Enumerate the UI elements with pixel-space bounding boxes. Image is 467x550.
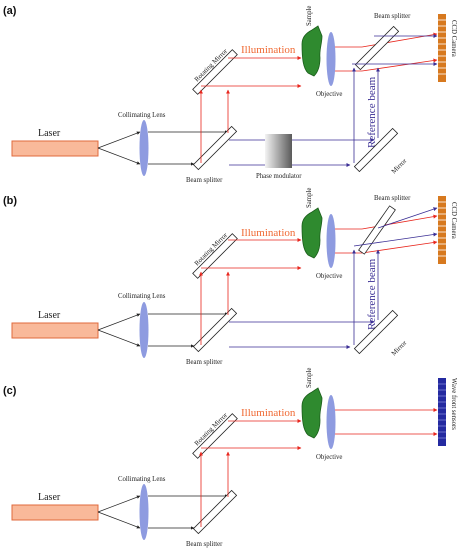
collimating-lens <box>139 120 149 176</box>
mirror <box>353 309 399 355</box>
laser-label: Laser <box>38 310 61 321</box>
beam-splitter-top <box>354 25 400 71</box>
beam-splitter-top-label: Beam splitter <box>374 195 411 202</box>
beam-splitter-top <box>358 205 396 255</box>
divergent-beam-upper <box>97 131 141 149</box>
reference-beam-label: Reference beam <box>366 76 378 148</box>
panel-b: (b) Laser Collimating Lens Beam splitter… <box>3 188 457 366</box>
beam-splitter-bottom <box>192 307 238 353</box>
beam-splitter-bottom <box>192 489 238 535</box>
laser-source <box>11 504 99 521</box>
panel-tag-b: (b) <box>3 195 17 207</box>
reference-beams <box>229 207 438 349</box>
wave-front-sensor-label: Wave front sensors <box>450 378 457 430</box>
sample-label: Sample <box>306 188 313 208</box>
rotating-mirror <box>192 233 238 279</box>
divergent-beam-lower <box>97 329 141 347</box>
illumination-label: Illumination <box>241 407 296 419</box>
rotating-mirror <box>192 49 238 95</box>
panel-a: (a) Laser Collimating Lens Beam splitter… <box>3 5 457 184</box>
beam-splitter-bottom-label: Beam splitter <box>186 177 223 184</box>
beam-splitter-top-label: Beam splitter <box>374 13 411 20</box>
sample-label: Sample <box>306 368 313 388</box>
mirror-label: Mirror <box>390 157 408 175</box>
ccd-camera <box>438 14 446 82</box>
sample <box>301 387 323 439</box>
mirror-label: Mirror <box>390 339 408 357</box>
ccd-camera-label: CCD Camera <box>450 202 457 239</box>
panel-tag-c: (c) <box>3 385 17 397</box>
wave-front-sensor <box>438 378 446 446</box>
ccd-camera-pixels <box>438 201 446 257</box>
phase-modulator <box>265 134 292 168</box>
beam-splitter-bottom <box>192 125 238 171</box>
divergent-beam-lower <box>97 147 141 165</box>
panel-tag-a: (a) <box>3 5 17 17</box>
collimating-lens <box>139 302 149 358</box>
phase-modulator-label: Phase modulator <box>256 173 302 180</box>
collimating-lens-label: Collimating Lens <box>118 476 166 483</box>
mirror <box>353 127 399 173</box>
objective-label: Objective <box>316 273 342 280</box>
illumination-beams <box>199 408 438 527</box>
reference-beam-label: Reference beam <box>366 258 378 330</box>
wave-front-sensor-grid <box>438 383 446 439</box>
divergent-beam-upper <box>97 313 141 331</box>
objective-label: Objective <box>316 91 342 98</box>
objective-label: Objective <box>316 454 342 461</box>
illumination-beams <box>199 32 438 163</box>
laser-source <box>11 322 99 339</box>
sample <box>301 207 323 259</box>
reference-beams <box>229 34 438 167</box>
ccd-camera-label: CCD Camera <box>450 20 457 57</box>
objective-lens <box>326 32 336 86</box>
divergent-beam-upper <box>97 495 141 513</box>
sample <box>301 25 323 77</box>
collimating-lens <box>139 484 149 540</box>
illumination-label: Illumination <box>241 44 296 56</box>
objective-lens <box>326 395 336 449</box>
sample-label: Sample <box>306 6 313 26</box>
laser-label: Laser <box>38 492 61 503</box>
ccd-camera-pixels <box>438 19 446 75</box>
illumination-label: Illumination <box>241 227 296 239</box>
illumination-beams <box>199 214 438 345</box>
rotating-mirror <box>192 413 238 459</box>
collimating-lens-label: Collimating Lens <box>118 112 166 119</box>
laser-label: Laser <box>38 128 61 139</box>
laser-source <box>11 140 99 157</box>
ccd-camera <box>438 196 446 264</box>
divergent-beam-lower <box>97 511 141 529</box>
beam-splitter-bottom-label: Beam splitter <box>186 541 223 548</box>
collimating-lens-label: Collimating Lens <box>118 293 166 300</box>
panel-c: (c) Laser Collimating Lens Beam splitter… <box>3 368 457 548</box>
beam-splitter-bottom-label: Beam splitter <box>186 359 223 366</box>
objective-lens <box>326 214 336 268</box>
